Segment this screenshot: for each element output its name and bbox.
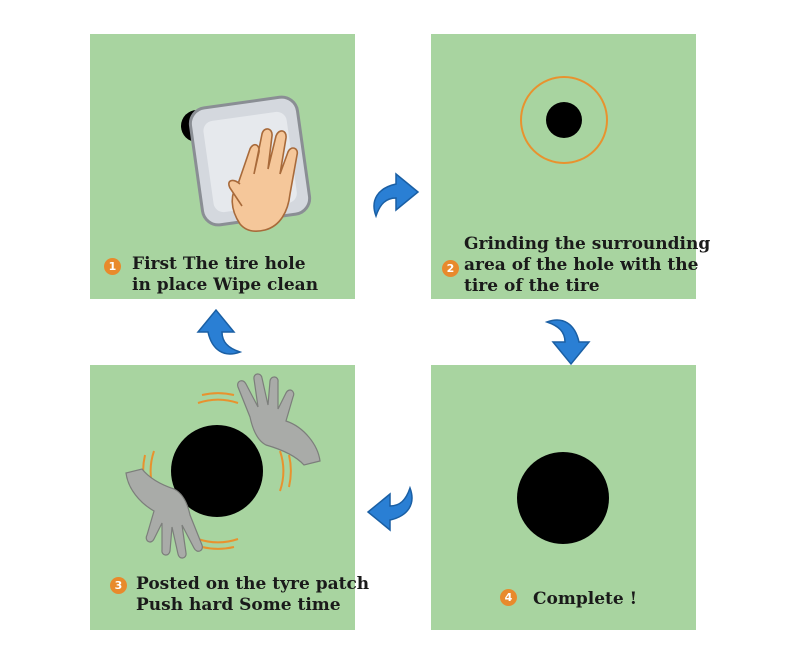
step-1-caption: First The tire hole in place Wipe clean: [132, 254, 318, 296]
ground-hole-ring-icon: [520, 76, 608, 164]
sealed-hole-icon: [517, 452, 609, 544]
step-2-number-badge: 2: [442, 260, 459, 277]
step-3-number-badge: 3: [110, 577, 127, 594]
step-2-caption-line-2: area of the hole with the: [464, 255, 699, 275]
hand-wiping-cloth-icon: [181, 95, 312, 232]
step-1-panel: 1 First The tire hole in place Wipe clea…: [90, 34, 355, 299]
curved-arrow-icon: [373, 172, 420, 219]
step-1-caption-line-1: First The tire hole: [132, 254, 306, 274]
step-4-caption-line-1: Complete !: [533, 589, 638, 609]
step-2-caption-line-1: Grinding the surrounding: [464, 234, 711, 254]
step-3-caption-line-1: Posted on the tyre patch: [136, 574, 370, 594]
step-2-caption: Grinding the surrounding area of the hol…: [464, 234, 710, 297]
step-3-caption: Posted on the tyre patch Push hard Some …: [136, 574, 369, 616]
step-4-caption: Complete !: [533, 589, 637, 610]
curved-arrow-icon: [196, 308, 243, 355]
step-1-number-badge: 1: [104, 258, 121, 275]
curved-arrow-icon: [544, 319, 591, 366]
step-1-caption-line-2: in place Wipe clean: [132, 275, 319, 295]
hands-pressing-patch-icon: [125, 373, 321, 559]
curved-arrow-icon: [366, 485, 413, 532]
step-2-caption-line-3: tire of the tire: [464, 276, 600, 296]
step-4-panel: 4 Complete !: [431, 365, 696, 630]
step-3-caption-line-2: Push hard Some time: [136, 595, 341, 615]
step-4-number-badge: 4: [500, 589, 517, 606]
step-2-panel: 2 Grinding the surrounding area of the h…: [431, 34, 710, 299]
step-3-panel: 3 Posted on the tyre patch Push hard Som…: [90, 365, 369, 630]
